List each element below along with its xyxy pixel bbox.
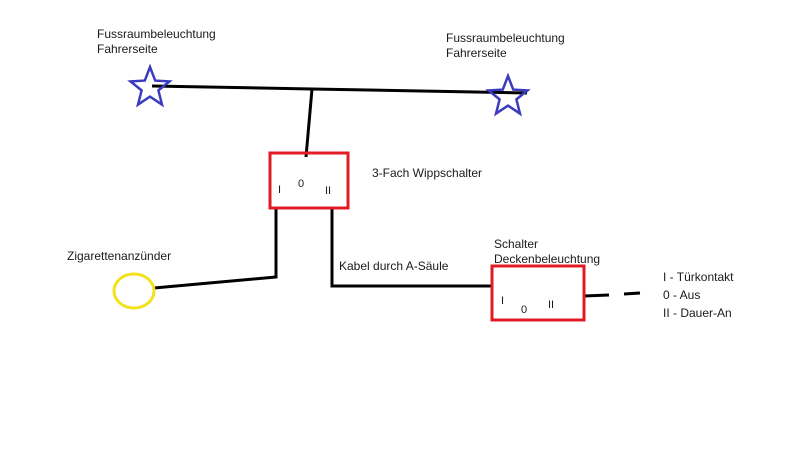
rocker-switch-label: 3-Fach Wippschalter [372, 166, 483, 180]
legend-item-3: II - Dauer-An [663, 306, 732, 320]
footwell-light-right-star [485, 72, 531, 117]
ceiling-switch-pos-1: I [501, 295, 505, 307]
a-pillar-cable-label: Kabel durch A-Säule [339, 259, 449, 273]
footwell-left-line2: Fahrerseite [97, 42, 158, 56]
rocker-switch-pos-2: II [325, 185, 332, 197]
bus-to-switch-wire [304, 88, 314, 158]
footwell-left-line1: Fussraumbeleuchtung [97, 27, 216, 41]
ceiling-switch-pos-2: II [548, 299, 555, 311]
ceiling-switch-pos-0: 0 [521, 304, 528, 316]
footwell-right-label: Fussraumbeleuchtung Fahrerseite [446, 31, 565, 61]
footwell-right-line2: Fahrerseite [446, 46, 507, 60]
ceiling-switch-box [490, 264, 586, 322]
lighter-wire [153, 208, 278, 290]
legend-item-1: I - Türkontakt [663, 270, 734, 284]
switch-legend: I - Türkontakt 0 - Aus II - Dauer-An [663, 268, 733, 322]
a-pillar-cable [330, 208, 491, 288]
ceiling-switch-label: Schalter Deckenbeleuchtung [494, 237, 600, 267]
ceiling-out-wire [583, 293, 610, 298]
ceiling-switch-label-line1: Schalter [494, 237, 539, 251]
footwell-light-left-star [127, 63, 173, 108]
rocker-switch-box [268, 151, 350, 210]
footwell-right-line1: Fussraumbeleuchtung [446, 31, 565, 45]
ceiling-switch-label-line2: Deckenbeleuchtung [494, 252, 601, 266]
top-bus-wire [151, 84, 528, 95]
cigarette-lighter-circle [112, 272, 156, 310]
rocker-switch-pos-0: 0 [298, 178, 305, 190]
legend-item-2: 0 - Aus [663, 288, 701, 302]
ceiling-out-dash [623, 291, 641, 296]
rocker-switch-pos-1: I [278, 184, 282, 196]
cigarette-lighter-label: Zigarettenanzünder [67, 249, 172, 263]
footwell-left-label: Fussraumbeleuchtung Fahrerseite [97, 27, 216, 57]
